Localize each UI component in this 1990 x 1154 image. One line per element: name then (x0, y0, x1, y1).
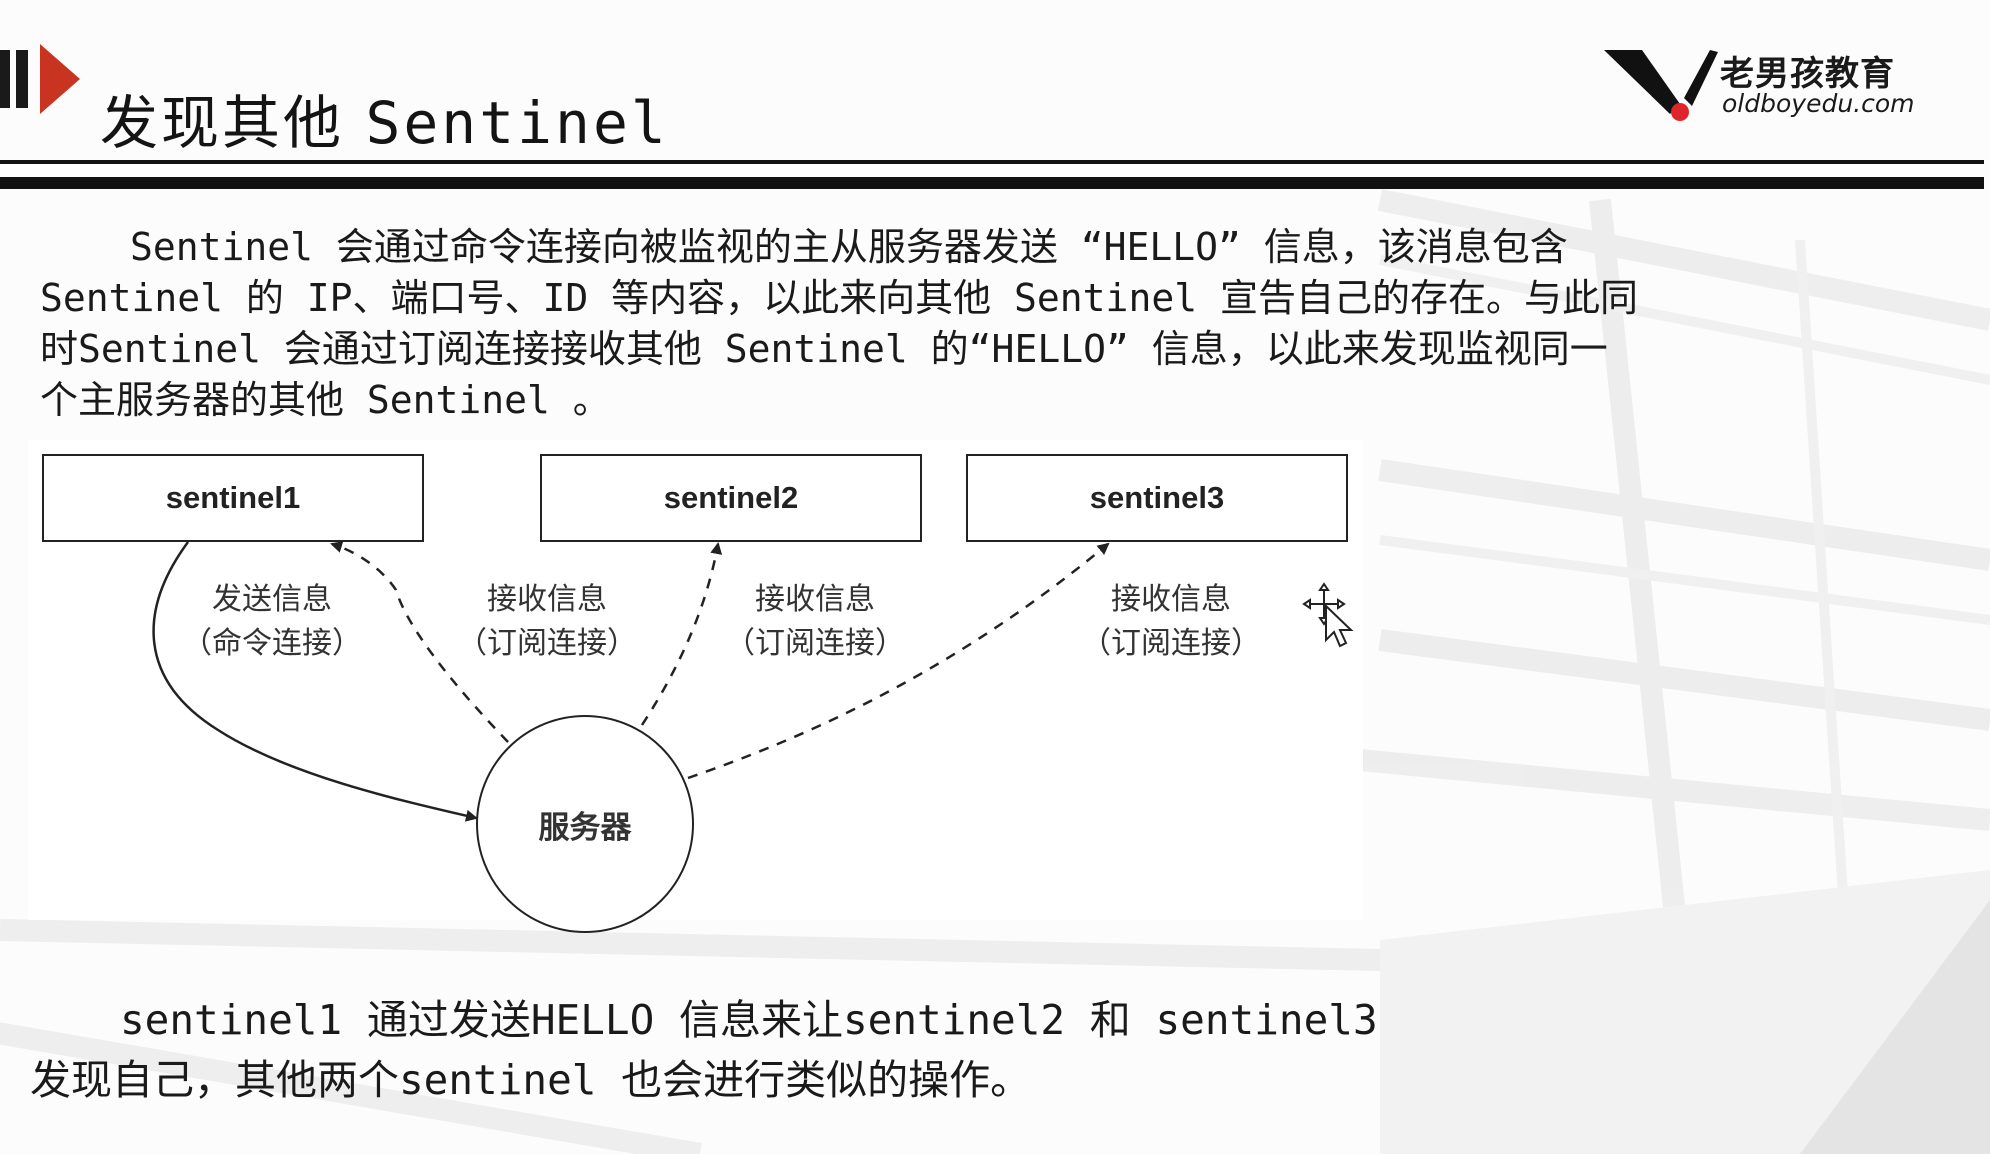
node-server: 服务器 (476, 715, 694, 933)
logo-name: 老男孩教育 (1720, 54, 1895, 94)
summary-line-1: sentinel1 通过发送HELLO 信息来让sentinel2 和 sent… (120, 996, 1378, 1044)
logo-domain: oldboyedu.com (1722, 89, 1915, 118)
edge-label-receive-3-bottom: （订阅连接） (1081, 626, 1261, 661)
title-chinese: 发现其他 (100, 89, 345, 157)
intro-line-4: 个主服务器的其他 Sentinel 。 (40, 378, 611, 422)
summary-line-2: 发现自己，其他两个sentinel 也会进行类似的操作。 (30, 1056, 1032, 1104)
title-english: Sentinel (365, 89, 669, 157)
edge-label-send-bottom: （命令连接） (182, 626, 362, 661)
edge-subscribe-sentinel3 (687, 542, 1110, 780)
edge-label-receive-2-top: 接收信息 (755, 582, 875, 617)
edge-label-receive-1-top: 接收信息 (487, 582, 607, 617)
node-sentinel3: sentinel3 (966, 454, 1348, 542)
page-title: 发现其他 Sentinel (100, 76, 669, 160)
edge-label-receive-2-bottom: （订阅连接） (725, 626, 905, 661)
brand-logo: 老男孩教育 oldboyedu.com (1600, 42, 1930, 124)
node-sentinel2: sentinel2 (540, 454, 922, 542)
header-divider-thin (0, 160, 1984, 164)
edge-label-receive-2: 接收信息 （订阅连接） (705, 578, 925, 666)
move-cursor-icon (1302, 582, 1354, 648)
edge-label-receive-1-bottom: （订阅连接） (457, 626, 637, 661)
edge-label-receive-1: 接收信息 （订阅连接） (437, 578, 657, 666)
header-divider-thick (0, 177, 1984, 189)
edge-label-receive-3: 接收信息 （订阅连接） (1061, 578, 1281, 666)
intro-line-3: 时Sentinel 会通过订阅连接接收其他 Sentinel 的“HELLO” … (40, 327, 1608, 371)
node-sentinel1: sentinel1 (42, 454, 424, 542)
edge-subscribe-sentinel1 (330, 541, 509, 743)
edge-label-send: 发送信息 （命令连接） (162, 578, 382, 666)
summary-paragraph: sentinel1 通过发送HELLO 信息来让sentinel2 和 sent… (30, 990, 1910, 1110)
intro-paragraph: Sentinel 会通过命令连接向被监视的主从服务器发送 “HELLO” 信息，… (40, 222, 1920, 426)
edge-label-send-top: 发送信息 (212, 582, 332, 617)
edge-subscribe-sentinel2 (640, 542, 723, 726)
edge-label-receive-3-top: 接收信息 (1111, 582, 1231, 617)
edge-command-connection (152, 541, 478, 822)
title-bar-icon (0, 44, 80, 114)
intro-line-1: Sentinel 会通过命令连接向被监视的主从服务器发送 “HELLO” 信息，… (130, 225, 1568, 269)
v-logo-icon (1604, 50, 1718, 121)
intro-line-2: Sentinel 的 IP、端口号、ID 等内容，以此来向其他 Sentinel… (40, 276, 1638, 320)
sentinel-diagram: sentinel1 sentinel2 sentinel3 服务器 发送信息 （… (28, 440, 1363, 933)
